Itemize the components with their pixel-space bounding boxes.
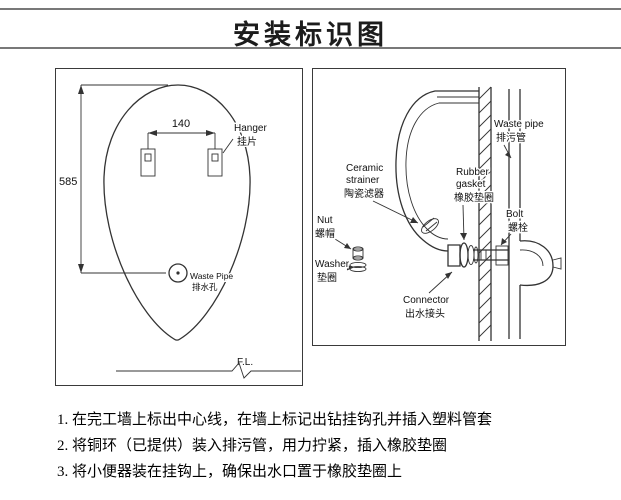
page-title: 安装标识图 — [233, 20, 388, 50]
title-bottom-divider — [0, 47, 621, 49]
hanger-label-en: Hanger — [234, 123, 267, 134]
bolt-part — [473, 245, 509, 266]
hanger-leader-line — [222, 138, 234, 154]
waste-pipe-hole-label-en: Waste Pipe — [190, 271, 233, 281]
front-view-diagram: 585 140 Hanger 挂片 Waste Pipe 排水孔 — [59, 84, 301, 379]
outlet-spout — [447, 244, 461, 267]
connector-label-zh: 出水接头 — [405, 307, 445, 320]
bolt-label-zh: 螺栓 — [508, 221, 528, 234]
installation-instructions: 1. 在完工墙上标出中心线，在墙上标记出钻挂钩孔并插入塑料管套 2. 将铜环（已… — [57, 407, 597, 485]
dim-width-140: 140 — [147, 118, 216, 149]
wall-hatch — [478, 86, 492, 338]
waste-pipe-label-en: Waste pipe — [494, 119, 544, 130]
hanger-left — [140, 148, 156, 177]
urinal-side-outline — [395, 90, 479, 267]
instruction-step-2: 2. 将铜环（已提供）装入排污管，用力拧紧，插入橡胶垫圈 — [57, 438, 448, 454]
floor-line-label: F.L. — [237, 357, 253, 368]
ceramic-strainer-label-en2: strainer — [346, 175, 380, 186]
washer-label-en: Washer — [315, 259, 350, 270]
nut-part — [352, 246, 364, 261]
waste-pipe-label-zh: 排污管 — [496, 131, 526, 144]
rubber-gasket-label-en1: Rubber — [456, 167, 489, 178]
dim-height-label: 585 — [59, 176, 77, 188]
side-view-diagram: Waste pipe 排污管 Ceramic strainer 陶瓷滤器 Rub… — [314, 86, 562, 341]
front-view-diagram-box: 585 140 Hanger 挂片 Waste Pipe 排水孔 — [55, 68, 303, 386]
title-top-divider — [0, 8, 621, 10]
waste-pipe — [508, 89, 562, 339]
connector-label-en: Connector — [403, 295, 450, 306]
hanger-right — [207, 148, 223, 177]
waste-pipe-hole-label-zh: 排水孔 — [192, 282, 218, 292]
waste-pipe-hole — [168, 263, 188, 283]
instruction-step-1: 1. 在完工墙上标出中心线，在墙上标记出钻挂钩孔并插入塑料管套 — [57, 412, 493, 428]
nut-label-zh: 螺帽 — [315, 227, 335, 240]
washer-label-zh: 垫圈 — [317, 271, 337, 284]
side-view-diagram-box: Waste pipe 排污管 Ceramic strainer 陶瓷滤器 Rub… — [312, 68, 566, 346]
rubber-gasket-label-zh: 橡胶垫圈 — [454, 191, 494, 204]
ceramic-strainer-part — [421, 217, 439, 234]
rubber-gasket-label-en2: gasket — [456, 179, 486, 190]
floor-line — [116, 362, 301, 379]
dim-height-585: 585 — [59, 84, 168, 274]
bolt-label-en: Bolt — [506, 209, 523, 220]
ceramic-strainer-label-en1: Ceramic — [346, 163, 383, 174]
urinal-front-outline — [103, 84, 251, 341]
rubber-gasket-part — [459, 242, 479, 268]
nut-label-en: Nut — [317, 215, 333, 226]
instruction-step-3: 3. 将小便器装在挂钩上，确保出水口置于橡胶垫圈上 — [57, 464, 403, 480]
leader-lines — [334, 144, 512, 294]
ceramic-strainer-label-zh: 陶瓷滤器 — [344, 187, 384, 200]
hanger-label-zh: 挂片 — [237, 135, 257, 148]
dim-width-label: 140 — [172, 118, 190, 130]
